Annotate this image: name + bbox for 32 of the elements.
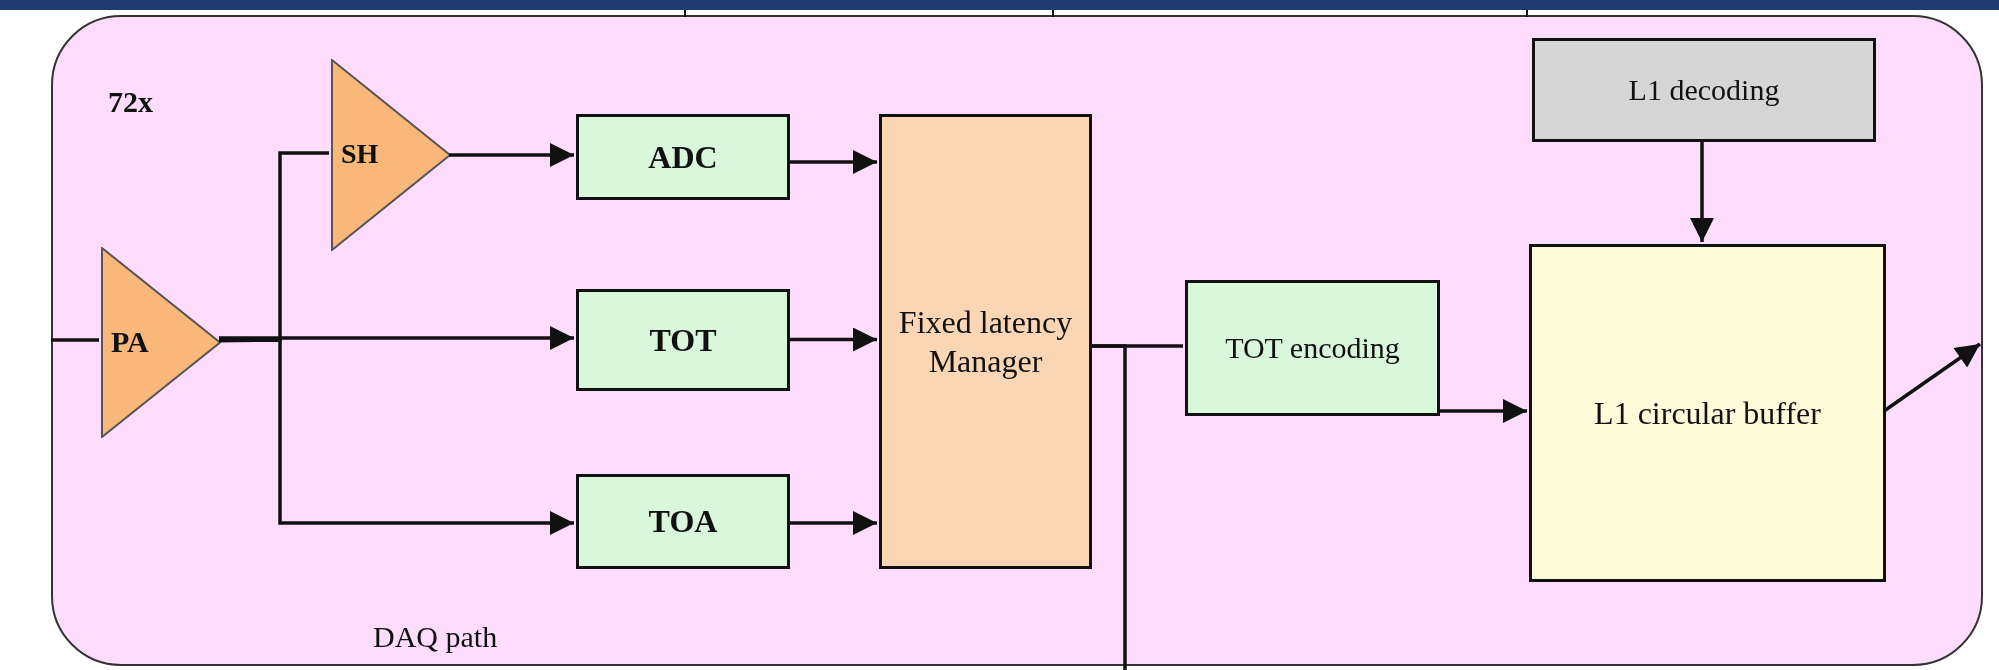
box-label: TOT <box>649 320 717 360</box>
connector-line <box>1090 344 1127 670</box>
amplifier-label: PA <box>111 324 149 359</box>
amplifier-triangle <box>101 247 221 438</box>
arrow <box>788 327 877 352</box>
arrow <box>1690 140 1714 242</box>
box-label: Fixed latency Manager <box>897 303 1074 380</box>
arrow <box>1438 399 1527 423</box>
arrow <box>1883 342 1981 413</box>
process-box <box>1529 244 1886 582</box>
amplifier-label: SH <box>341 138 379 171</box>
box-label: L1 decoding <box>1628 72 1780 108</box>
box-label: L1 circular buffer <box>1594 393 1821 433</box>
arrow <box>788 511 877 535</box>
box-label: TOA <box>648 502 718 541</box>
process-box <box>1185 280 1440 416</box>
process-box <box>576 474 790 569</box>
box-label: ADC <box>648 137 718 177</box>
group-label: DAQ path <box>373 620 498 655</box>
arrow <box>788 150 877 174</box>
process-box <box>576 289 790 391</box>
process-box <box>576 114 790 200</box>
block-panel <box>51 15 1983 666</box>
arrow <box>449 143 574 167</box>
arrow <box>219 338 574 535</box>
arrow <box>219 326 574 350</box>
connector-line <box>51 338 99 342</box>
process-box <box>879 114 1092 569</box>
box-label: TOT encoding <box>1225 330 1400 366</box>
group-label: 72x <box>108 85 153 120</box>
amplifier-triangle <box>331 59 451 251</box>
process-box <box>1532 38 1876 142</box>
